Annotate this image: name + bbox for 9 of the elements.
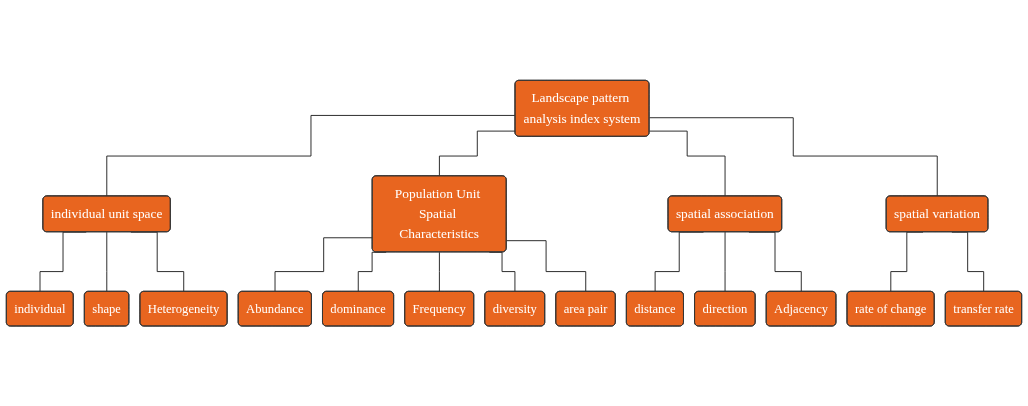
connector xyxy=(724,231,726,292)
connector xyxy=(106,114,516,197)
connector xyxy=(438,251,441,292)
connector xyxy=(274,237,374,292)
connector xyxy=(649,117,938,197)
connector xyxy=(438,130,516,177)
connector xyxy=(506,240,587,292)
connector xyxy=(106,231,108,292)
connector xyxy=(649,130,726,197)
